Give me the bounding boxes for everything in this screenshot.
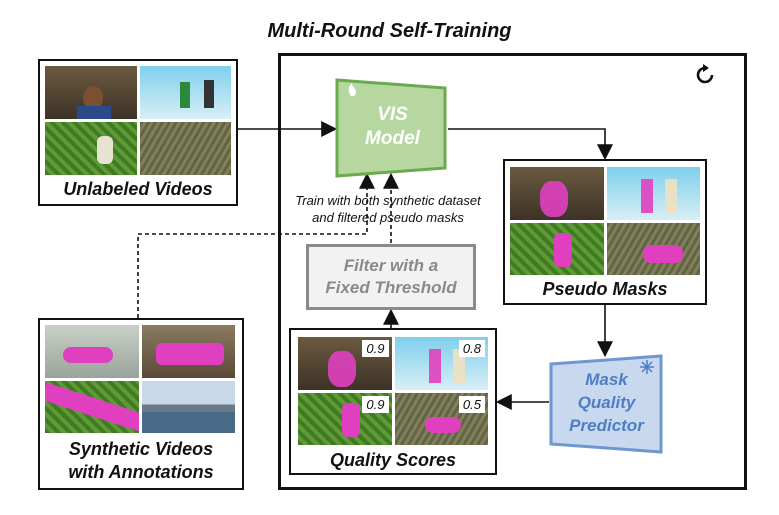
quality-score: 0.9	[362, 395, 389, 413]
train-note-line2: and filtered pseudo masks	[312, 210, 464, 225]
vis-model-block	[335, 78, 447, 178]
predictor-block	[549, 354, 663, 454]
video-thumb-twigs	[139, 122, 231, 175]
pseudo-thumb-grass	[510, 222, 604, 275]
quality-thumb-person: 0.9	[298, 337, 392, 390]
unlabeled-videos-panel: Unlabeled Videos	[38, 59, 238, 206]
pseudo-thumb-skiers	[606, 167, 700, 220]
synthetic-thumb-moto	[45, 325, 139, 378]
train-note-line1: Train with both synthetic dataset	[295, 193, 481, 208]
synthetic-videos-panel: Synthetic Videos with Annotations	[38, 318, 244, 490]
video-thumb-grass	[45, 122, 137, 175]
quality-scores-panel: 0.9 0.8 0.9 0.5 Quality Scores	[289, 328, 497, 475]
synthetic-caption-line1: Synthetic Videos	[68, 439, 214, 459]
synthetic-thumb-sea	[141, 380, 235, 433]
diagram-title: Multi-Round Self-Training	[267, 20, 512, 42]
refresh-icon	[696, 64, 714, 84]
pseudo-thumb-twigs	[606, 222, 700, 275]
synthetic-caption: Synthetic Videos with Annotations	[40, 438, 242, 484]
filter-label: Filter with a Fixed Threshold	[325, 256, 457, 297]
vis-model-label: VIS Model	[335, 103, 450, 151]
train-note: Train with both synthetic dataset and fi…	[268, 192, 508, 226]
vis-model-line1: VIS	[377, 104, 408, 125]
synthetic-thumb-rope	[45, 380, 139, 433]
video-thumb-person	[45, 66, 137, 119]
vis-model-line2: Model	[365, 128, 420, 149]
unlabeled-caption: Unlabeled Videos	[63, 179, 213, 199]
pseudo-thumb-person	[510, 167, 604, 220]
pseudo-masks-panel: Pseudo Masks	[503, 159, 707, 305]
predictor-label: Mask Quality Predictor	[549, 368, 664, 437]
predictor-line3: Predictor	[569, 416, 644, 435]
synthetic-caption-line2: with Annotations	[68, 462, 214, 482]
predictor-line1: Mask	[585, 370, 628, 389]
video-thumb-skiers	[139, 66, 231, 119]
synthetic-thumb-car	[141, 325, 235, 378]
quality-score: 0.8	[458, 340, 485, 357]
filter-block: Filter with a Fixed Threshold	[306, 244, 476, 310]
quality-score: 0.9	[362, 340, 389, 357]
quality-caption: Quality Scores	[329, 450, 457, 470]
pseudo-caption: Pseudo Masks	[542, 279, 668, 299]
quality-thumb-skiers: 0.8	[394, 337, 488, 390]
quality-thumb-grass: 0.9	[298, 392, 392, 445]
quality-thumb-twigs: 0.5	[394, 392, 488, 445]
flame-icon	[348, 83, 356, 97]
snowflake-icon	[640, 360, 654, 374]
predictor-line2: Quality	[577, 393, 636, 412]
self-training-frame	[278, 53, 747, 490]
quality-score: 0.5	[458, 395, 485, 413]
